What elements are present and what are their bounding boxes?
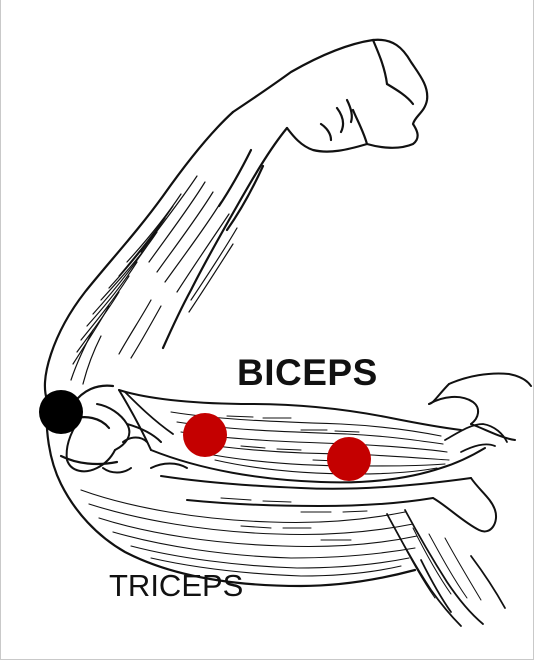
triceps-label: TRICEPS — [109, 568, 243, 604]
elbow-marker — [39, 390, 83, 434]
lower-arm-tendons — [387, 510, 505, 626]
biceps-lower-marker — [327, 437, 371, 481]
biceps-label: BICEPS — [237, 352, 378, 394]
biceps-upper-marker — [183, 413, 227, 457]
lower-arm-fibers — [397, 528, 481, 600]
triceps-muscle-fibers — [81, 490, 417, 576]
fist-outline — [233, 40, 427, 152]
